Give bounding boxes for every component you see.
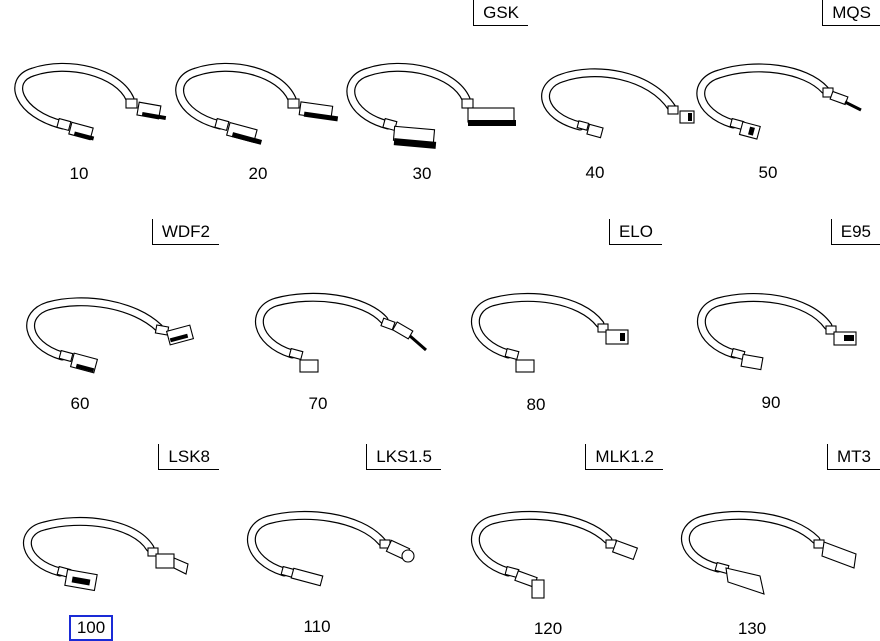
group-mt3: MT3	[663, 444, 880, 641]
group-label: LSK8	[158, 444, 219, 470]
harness-60-illustration[interactable]	[24, 296, 204, 386]
item-number[interactable]: 110	[303, 617, 331, 636]
harness-90-illustration[interactable]	[694, 292, 864, 382]
group-label: LKS1.5	[366, 444, 441, 470]
group-label: MQS	[822, 0, 880, 26]
harness-10-illustration[interactable]	[8, 62, 178, 157]
item-number[interactable]: 50	[758, 163, 778, 182]
item-number[interactable]: 90	[761, 393, 781, 412]
group-gsk: GSK	[0, 0, 529, 220]
harness-130-illustration[interactable]	[678, 510, 863, 605]
harness-120-illustration[interactable]	[468, 510, 648, 605]
group-label: WDF2	[151, 219, 219, 245]
harness-110-illustration[interactable]	[244, 510, 424, 600]
group-mlk12: MLK1.2	[441, 444, 664, 641]
group-label: ELO	[608, 219, 662, 245]
item-number[interactable]: 20	[248, 164, 268, 183]
harness-30-illustration[interactable]	[344, 62, 528, 157]
item-number[interactable]: 120	[533, 619, 563, 638]
harness-20-illustration[interactable]	[172, 62, 352, 157]
item-number-selected[interactable]: 100	[69, 615, 113, 641]
item-number[interactable]: 80	[526, 395, 546, 414]
harness-50-illustration[interactable]	[695, 63, 880, 149]
item-number[interactable]: 70	[308, 394, 328, 413]
harness-80-illustration[interactable]	[468, 292, 638, 382]
group-mqs: MQS	[528, 0, 880, 220]
item-number[interactable]: 30	[412, 164, 432, 183]
item-number[interactable]: 60	[70, 394, 90, 413]
harness-100-illustration[interactable]	[20, 516, 200, 601]
group-lsk8: LSK8	[0, 444, 220, 641]
item-number[interactable]: 40	[585, 163, 605, 182]
harness-70-illustration[interactable]	[252, 292, 437, 382]
item-number[interactable]: 10	[69, 164, 89, 183]
harness-40-illustration[interactable]	[540, 68, 700, 148]
group-label: GSK	[473, 0, 528, 26]
group-label: E95	[830, 219, 880, 245]
group-label: MLK1.2	[585, 444, 663, 470]
item-number[interactable]: 130	[737, 619, 767, 638]
group-label: MT3	[827, 444, 880, 470]
